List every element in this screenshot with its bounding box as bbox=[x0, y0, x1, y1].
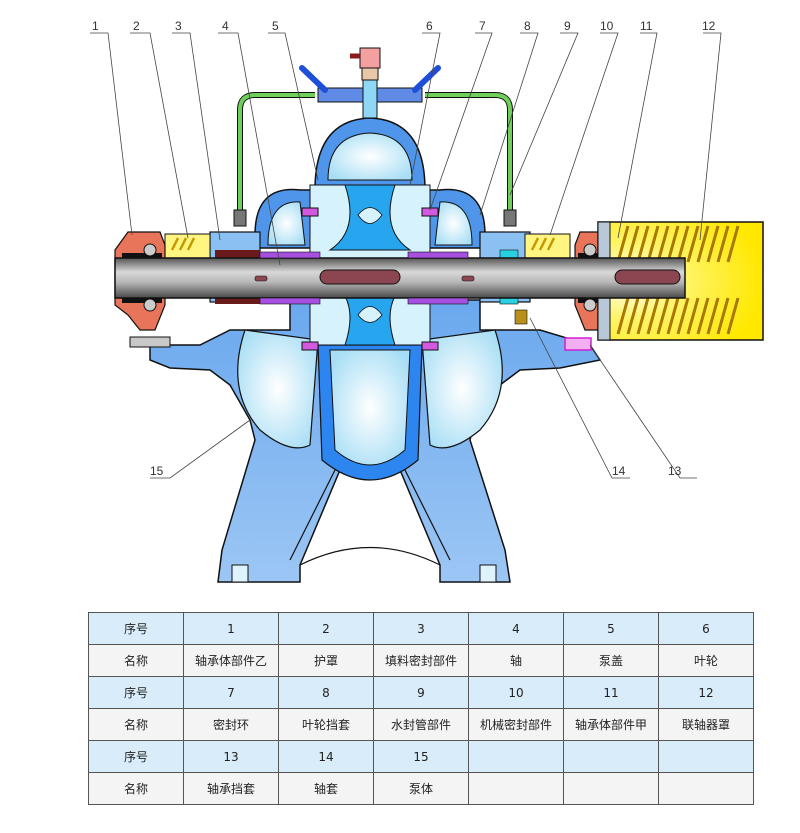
callout-2: 2 bbox=[133, 19, 140, 33]
part-name-cell: 轴承体部件甲 bbox=[563, 708, 659, 741]
callout-10: 10 bbox=[600, 19, 614, 33]
callout-9: 9 bbox=[564, 19, 571, 33]
part-name-cell: 机械密封部件 bbox=[468, 708, 564, 741]
callout-3: 3 bbox=[175, 19, 182, 33]
part-number-cell: 6 bbox=[658, 612, 754, 645]
part-name-cell: 叶轮挡套 bbox=[278, 708, 374, 741]
callout-5: 5 bbox=[272, 19, 279, 33]
part-name-cell bbox=[658, 772, 754, 805]
part-name-cell: 填料密封部件 bbox=[373, 644, 469, 677]
callout-12: 12 bbox=[702, 19, 716, 33]
row-header-cell: 序号 bbox=[88, 612, 184, 645]
part-name-cell: 轴套 bbox=[278, 772, 374, 805]
part-number-cell: 8 bbox=[278, 676, 374, 709]
shaft bbox=[114, 257, 686, 299]
part-name-cell: 叶轮 bbox=[658, 644, 754, 677]
part-name-cell bbox=[468, 772, 564, 805]
row-header-cell: 名称 bbox=[88, 772, 184, 805]
table-row-name: 名称轴承挡套轴套泵体 bbox=[88, 772, 754, 805]
part-number-cell: 13 bbox=[183, 740, 279, 773]
water-seal-pipe bbox=[233, 47, 517, 227]
part-name-cell: 水封管部件 bbox=[373, 708, 469, 741]
part-number-cell: 12 bbox=[658, 676, 754, 709]
row-header-cell: 序号 bbox=[88, 740, 184, 773]
part-number-cell bbox=[468, 740, 564, 773]
row-header-cell: 序号 bbox=[88, 676, 184, 709]
part-name-cell: 联轴器罩 bbox=[658, 708, 754, 741]
table-row-name: 名称密封环叶轮挡套水封管部件机械密封部件轴承体部件甲联轴器罩 bbox=[88, 708, 754, 741]
callout-1: 1 bbox=[92, 19, 99, 33]
part-number-cell: 5 bbox=[563, 612, 659, 645]
shield-guard bbox=[164, 233, 571, 261]
part-number-cell: 7 bbox=[183, 676, 279, 709]
callout-leaders bbox=[90, 32, 722, 479]
part-name-cell bbox=[563, 772, 659, 805]
table-row-name: 名称轴承体部件乙护罩填料密封部件轴泵盖叶轮 bbox=[88, 644, 754, 677]
row-header-cell: 名称 bbox=[88, 708, 184, 741]
part-name-cell: 护罩 bbox=[278, 644, 374, 677]
part-number-cell bbox=[658, 740, 754, 773]
callout-13: 13 bbox=[668, 464, 682, 478]
part-number-cell: 1 bbox=[183, 612, 279, 645]
part-name-cell: 泵盖 bbox=[563, 644, 659, 677]
part-number-cell: 10 bbox=[468, 676, 564, 709]
callout-8: 8 bbox=[524, 19, 531, 33]
pump-cross-section-diagram: 1 2 3 4 5 6 7 8 9 10 11 12 13 14 15 bbox=[90, 19, 764, 583]
part-name-cell: 轴 bbox=[468, 644, 564, 677]
part-number-cell: 9 bbox=[373, 676, 469, 709]
part-name-cell: 泵体 bbox=[373, 772, 469, 805]
callout-6: 6 bbox=[426, 19, 433, 33]
part-number-cell bbox=[563, 740, 659, 773]
part-number-cell: 14 bbox=[278, 740, 374, 773]
shaft-sleeves bbox=[259, 251, 469, 305]
part-number-cell: 2 bbox=[278, 612, 374, 645]
part-number-cell: 3 bbox=[373, 612, 469, 645]
part-number-cell: 4 bbox=[468, 612, 564, 645]
callout-7: 7 bbox=[479, 19, 486, 33]
part-name-cell: 轴承体部件乙 bbox=[183, 644, 279, 677]
pump-body bbox=[149, 299, 602, 583]
callout-4: 4 bbox=[222, 19, 229, 33]
row-header-cell: 名称 bbox=[88, 644, 184, 677]
part-number-cell: 15 bbox=[373, 740, 469, 773]
part-name-cell: 密封环 bbox=[183, 708, 279, 741]
part-name-cell: 轴承挡套 bbox=[183, 772, 279, 805]
callout-15: 15 bbox=[150, 464, 164, 478]
callout-11: 11 bbox=[640, 19, 653, 33]
part-number-cell: 11 bbox=[563, 676, 659, 709]
callout-14: 14 bbox=[612, 464, 626, 478]
callout-labels: 1 2 3 4 5 6 7 8 9 10 11 12 13 14 15 bbox=[92, 19, 716, 478]
